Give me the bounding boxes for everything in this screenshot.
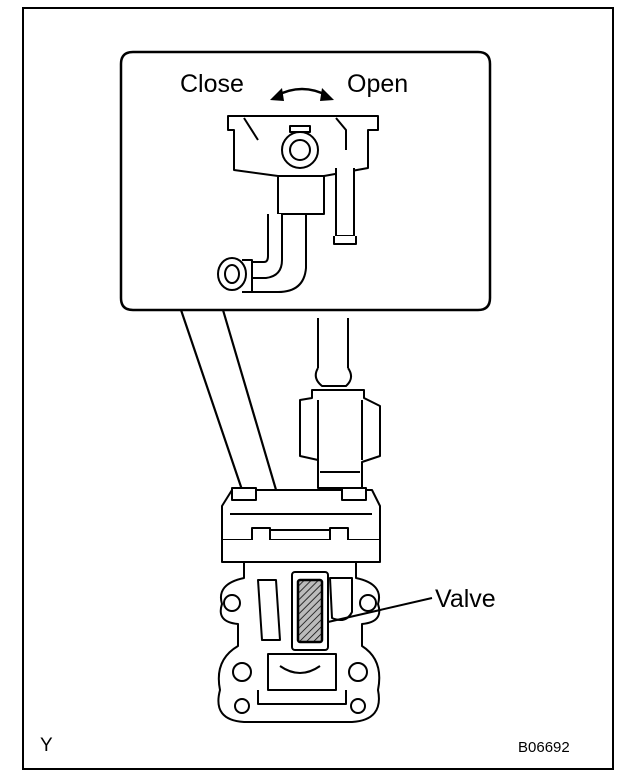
view-code-label: Y [40,735,53,756]
arrow-left-icon [270,88,284,101]
valve-plate [296,578,324,644]
valve-leader-line [327,597,433,623]
arrow-right-icon [320,88,334,101]
figure-border [22,7,614,770]
figure-id-label: B06692 [518,739,570,756]
open-label: Open [347,70,409,98]
close-label: Close [180,70,244,98]
valve-detail-drawing [217,115,379,293]
valve-label: Valve [435,585,496,613]
